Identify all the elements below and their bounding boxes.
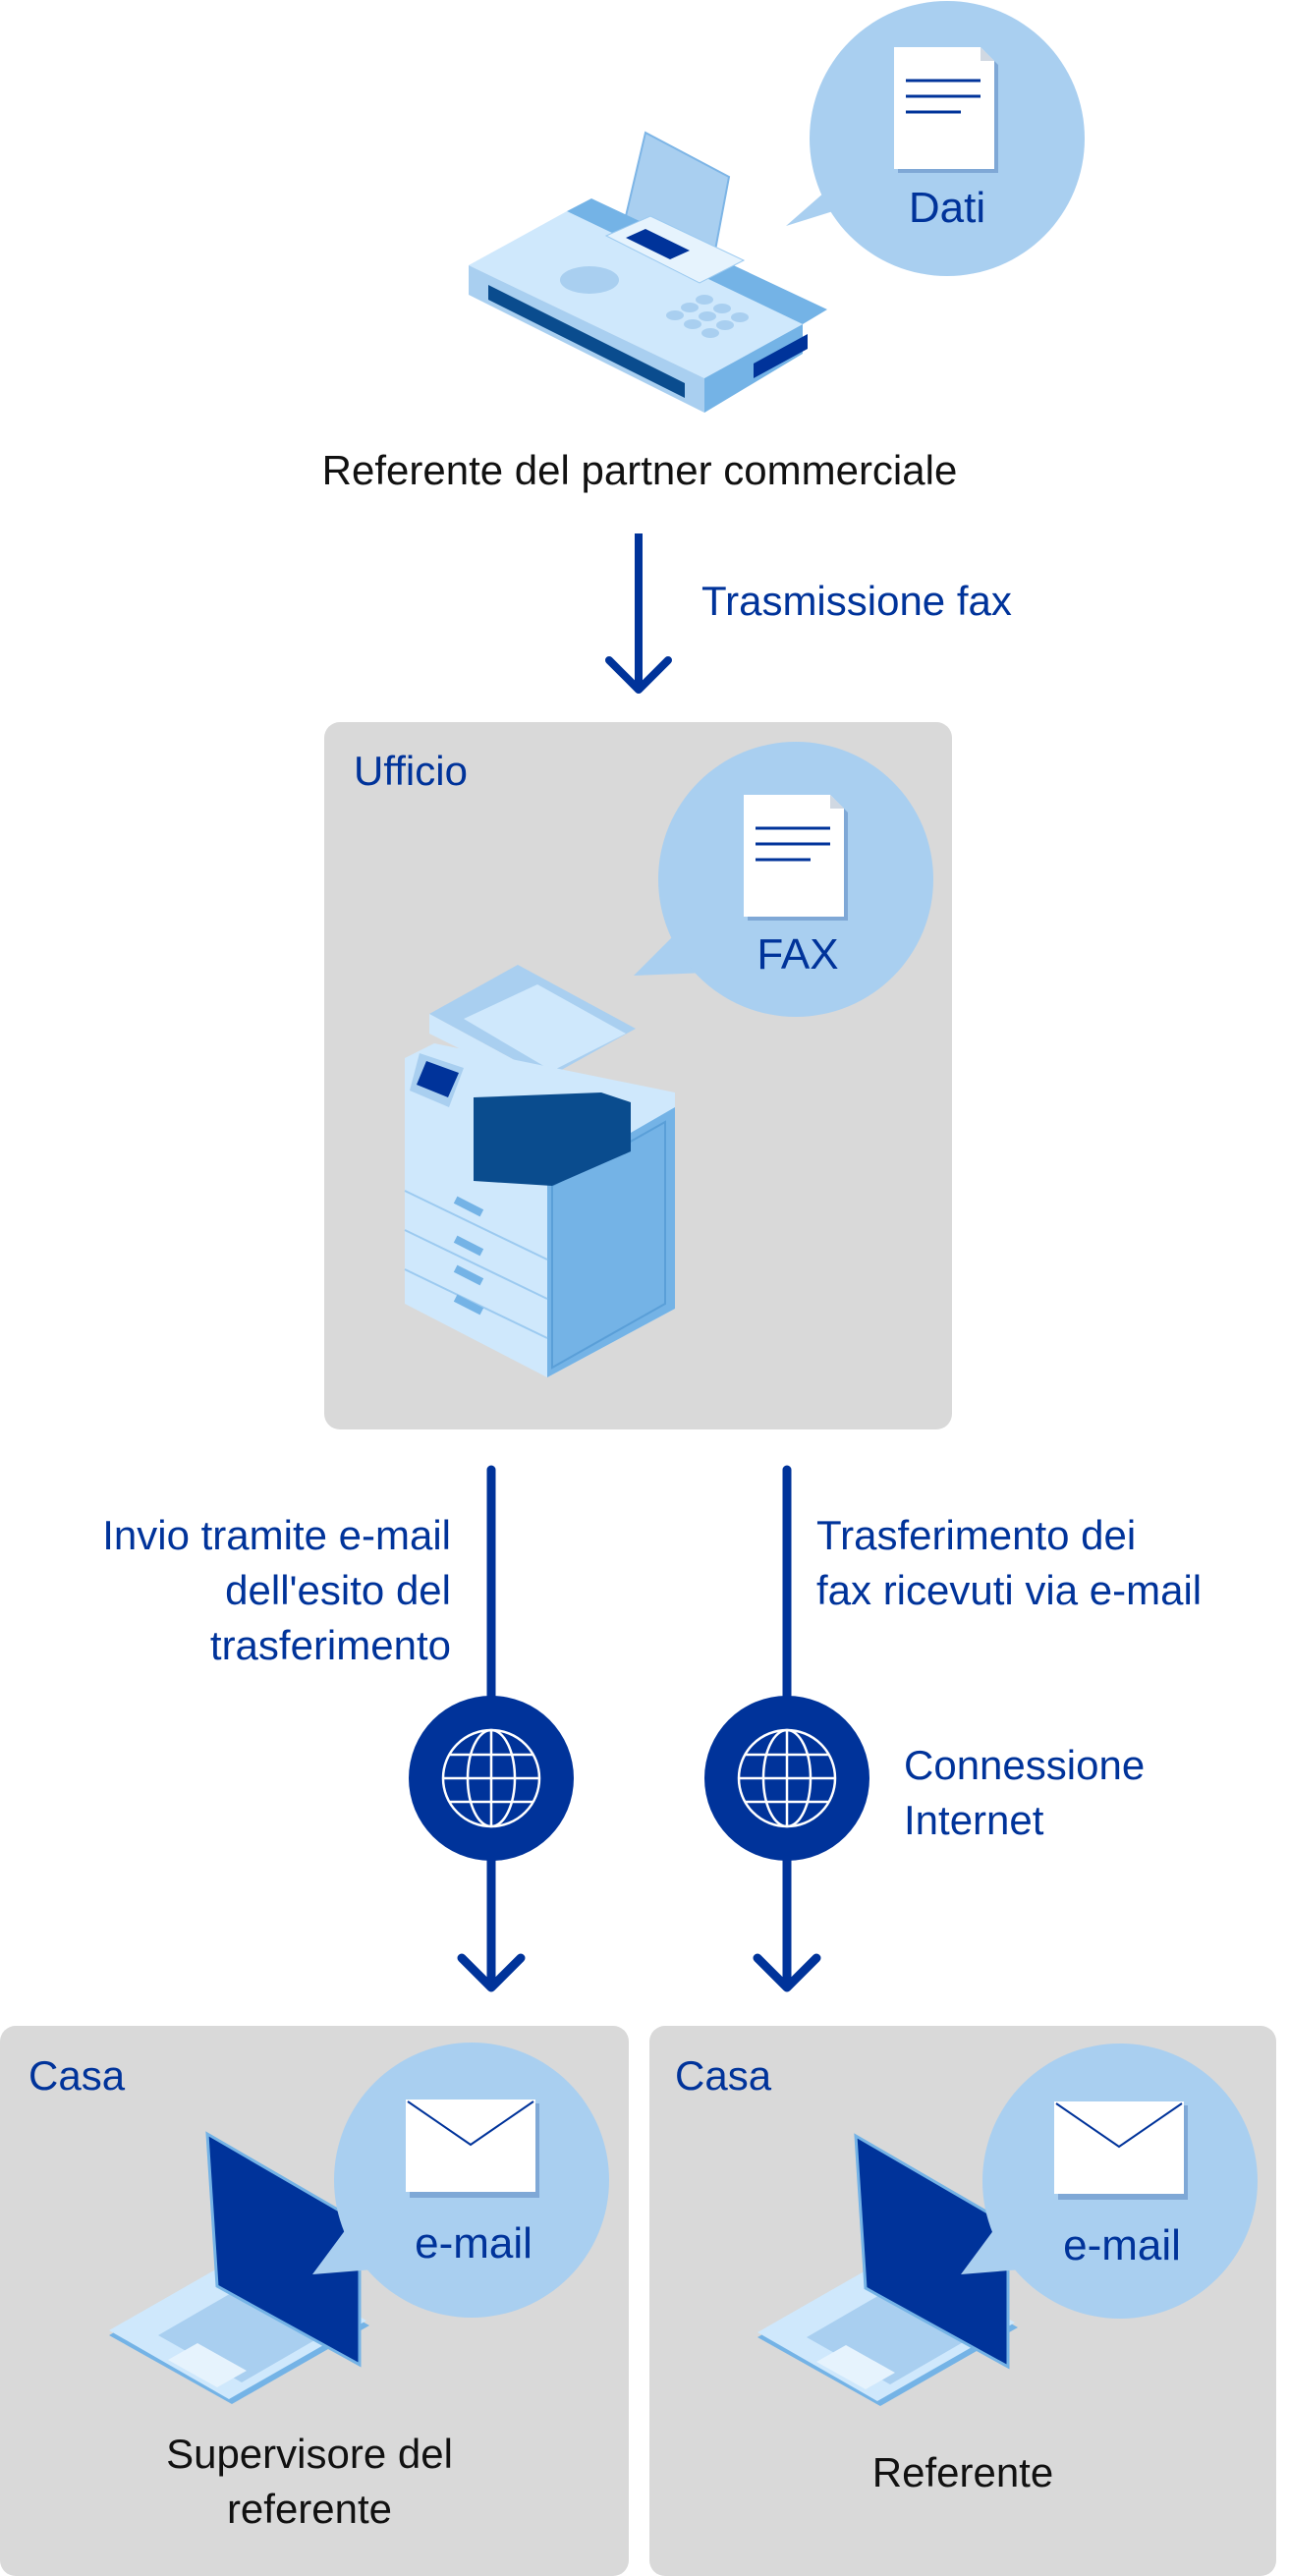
envelope-icon — [406, 2100, 539, 2198]
sender-label: Referente del partner commerciale — [321, 447, 958, 493]
home-title: Casa — [675, 2052, 772, 2099]
document-icon — [744, 795, 848, 921]
contact-person-label: Referente — [871, 2449, 1054, 2495]
label-line: referente — [226, 2486, 393, 2532]
globe-icon — [704, 1696, 869, 1861]
fax-machine-icon — [469, 131, 827, 413]
label-line: Supervisore del — [166, 2431, 453, 2477]
laptop-icon — [109, 2131, 369, 2404]
globe-icon — [409, 1696, 574, 1861]
office-title: Ufficio — [354, 748, 468, 794]
internet-connection-label: Connessione Internet — [904, 1738, 1145, 1848]
supervisor-label: Supervisore del referente — [0, 2427, 619, 2537]
multifunction-printer-icon — [404, 965, 675, 1377]
fax-forward-label: Trasferimento dei fax ricevuti via e-mai… — [816, 1508, 1202, 1618]
home-title: Casa — [28, 2052, 126, 2099]
email-label: e-mail — [1063, 2221, 1181, 2269]
label-line: Connessione — [904, 1742, 1146, 1788]
dati-label: Dati — [908, 184, 986, 232]
label-line: Trasferimento dei — [816, 1512, 1137, 1558]
email-label: e-mail — [415, 2219, 532, 2268]
fax-transmission-label: Trasmissione fax — [701, 578, 1012, 624]
label-line: Invio tramite e-mail — [102, 1512, 451, 1558]
laptop-icon — [757, 2133, 1018, 2406]
connection-lines — [409, 1465, 869, 1992]
fax-label: FAX — [757, 930, 839, 979]
arrow-down-fax — [605, 533, 672, 694]
label-line: dell'esito del — [225, 1567, 451, 1613]
label-line: Internet — [904, 1797, 1044, 1843]
result-email-label: Invio tramite e-mail dell'esito del tras… — [102, 1508, 451, 1673]
document-icon — [894, 47, 998, 173]
envelope-icon — [1054, 2101, 1188, 2200]
label-line: trasferimento — [209, 1622, 451, 1668]
label-line: fax ricevuti via e-mail — [816, 1567, 1203, 1613]
